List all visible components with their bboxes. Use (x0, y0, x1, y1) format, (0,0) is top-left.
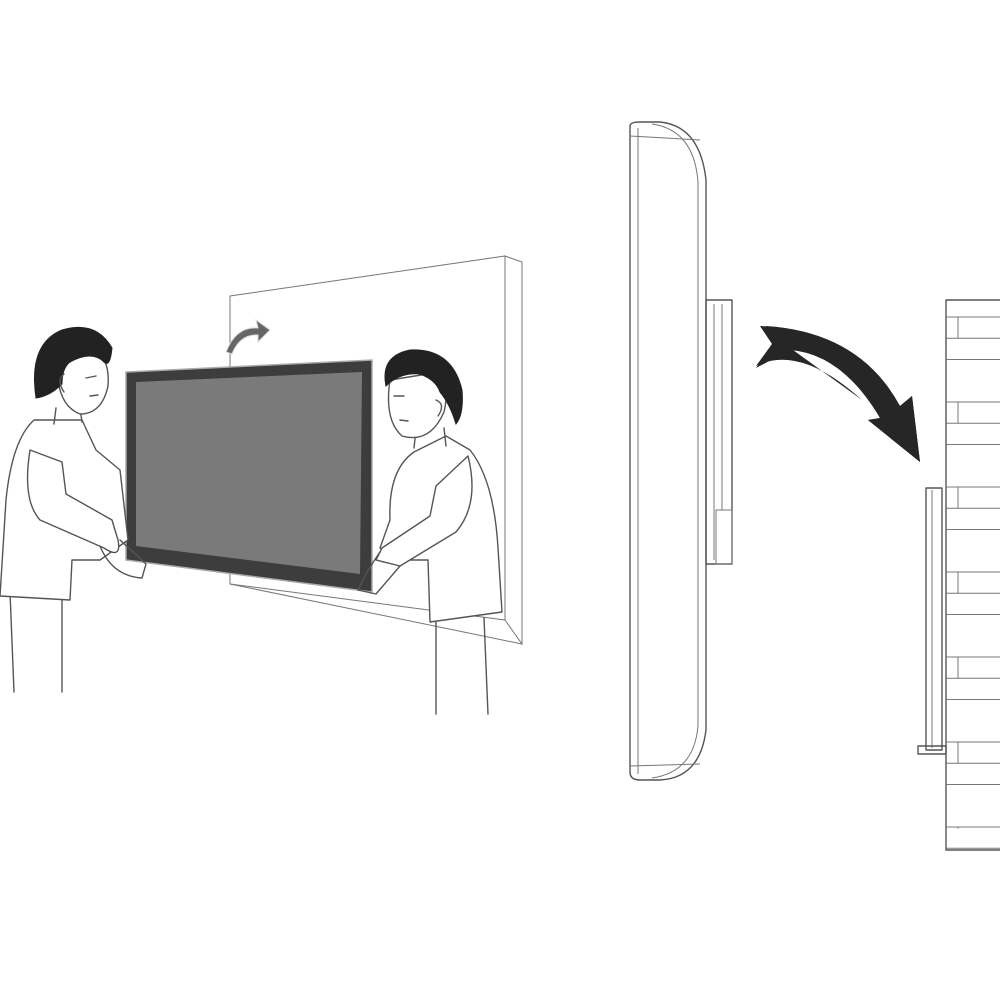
person-left (0, 326, 147, 693)
brick-wall (945, 299, 1000, 851)
person-right (357, 349, 503, 715)
left-scene (0, 255, 523, 715)
small-curved-arrow-icon (225, 318, 271, 355)
tv-screen (136, 372, 362, 574)
right-scene (629, 121, 1000, 851)
tv-screen-unit (125, 359, 373, 593)
tv-mount-bracket (705, 299, 733, 565)
wall-bracket (917, 487, 947, 755)
large-curved-arrow-icon (756, 326, 920, 462)
tv-side-profile (629, 121, 707, 781)
